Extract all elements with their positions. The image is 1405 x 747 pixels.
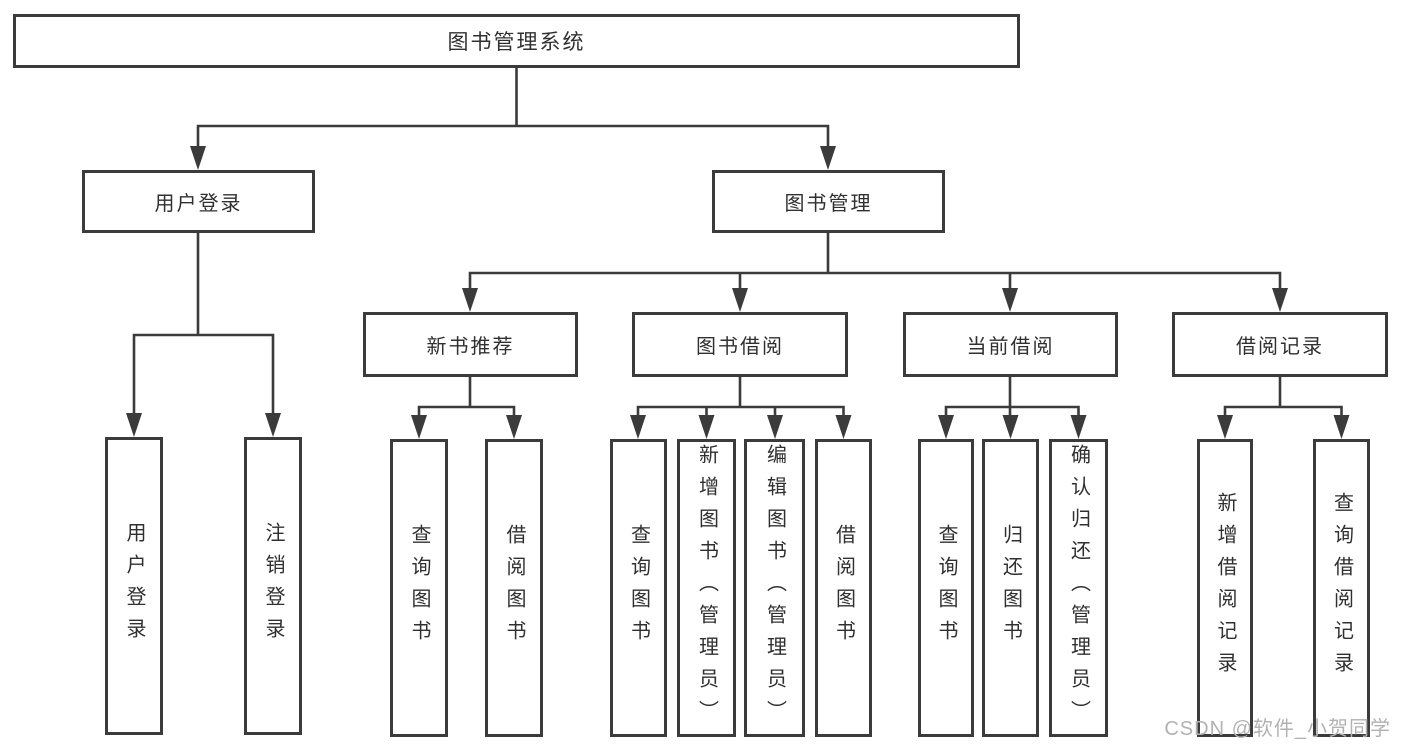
edge-new-book-branch <box>417 377 516 419</box>
node-label: 当前借阅 <box>966 336 1055 358</box>
node-label: 借阅记录 <box>1236 336 1324 358</box>
leaf-query-books-recommend: 查询图书 <box>390 439 448 737</box>
leaf-query-books-current: 查询图书 <box>918 439 974 737</box>
node-user-login: 用户登录 <box>82 170 315 233</box>
leaf-user-login: 用户登录 <box>105 437 163 735</box>
leaf-label: 新增借阅记录 <box>1214 492 1236 684</box>
arrowheads <box>126 146 1350 439</box>
leaf-label: 编辑图书（管理员） <box>763 444 786 732</box>
leaf-confirm-return-admin: 确认归还（管理员） <box>1049 439 1108 737</box>
leaf-label: 注销登录 <box>262 522 284 650</box>
csdn-watermark: CSDN @软件_小贺同学 <box>1164 718 1391 740</box>
leaf-label: 借阅图书 <box>832 524 855 652</box>
leaf-label: 查询图书 <box>935 524 957 652</box>
leaf-label: 确认归还（管理员） <box>1067 444 1090 732</box>
leaf-query-borrow-record: 查询借阅记录 <box>1313 439 1370 737</box>
leaf-borrow-books: 借阅图书 <box>815 439 872 737</box>
edge-book-management-branch <box>468 233 1282 292</box>
node-current-borrow: 当前借阅 <box>903 312 1118 377</box>
edge-current-borrow-branch <box>944 377 1080 419</box>
leaf-label: 查询图书 <box>627 524 650 652</box>
leaf-add-borrow-record: 新增借阅记录 <box>1197 439 1253 737</box>
leaf-label: 用户登录 <box>123 522 145 650</box>
leaf-borrow-books-recommend: 借阅图书 <box>485 439 543 737</box>
leaf-return-books: 归还图书 <box>982 439 1039 737</box>
node-label: 图书管理系统 <box>447 31 586 54</box>
edge-book-borrow-branch <box>636 377 845 419</box>
node-label: 新书推荐 <box>426 336 515 358</box>
node-library-management-system: 图书管理系统 <box>13 14 1020 68</box>
leaf-label: 归还图书 <box>999 524 1022 652</box>
leaf-edit-books-admin: 编辑图书（管理员） <box>744 439 805 737</box>
node-label: 用户登录 <box>154 193 243 215</box>
node-label: 图书管理 <box>784 193 873 215</box>
node-book-management: 图书管理 <box>712 170 945 233</box>
edge-root-to-level2 <box>196 68 830 150</box>
leaf-label: 查询借阅记录 <box>1330 492 1353 684</box>
edge-borrow-records-branch <box>1223 377 1343 419</box>
leaf-logout: 注销登录 <box>244 437 302 735</box>
node-book-borrow: 图书借阅 <box>632 312 848 377</box>
node-new-book-recommend: 新书推荐 <box>363 312 578 377</box>
node-borrow-records: 借阅记录 <box>1172 312 1388 377</box>
node-label: 图书借阅 <box>696 336 784 358</box>
leaf-label: 查询图书 <box>408 524 430 652</box>
leaf-label: 新增图书（管理员） <box>695 444 718 732</box>
leaf-add-books-admin: 新增图书（管理员） <box>677 439 736 737</box>
leaf-label: 借阅图书 <box>503 524 525 652</box>
leaf-query-books-borrow: 查询图书 <box>610 439 667 737</box>
edge-user-login-branch <box>132 233 275 418</box>
